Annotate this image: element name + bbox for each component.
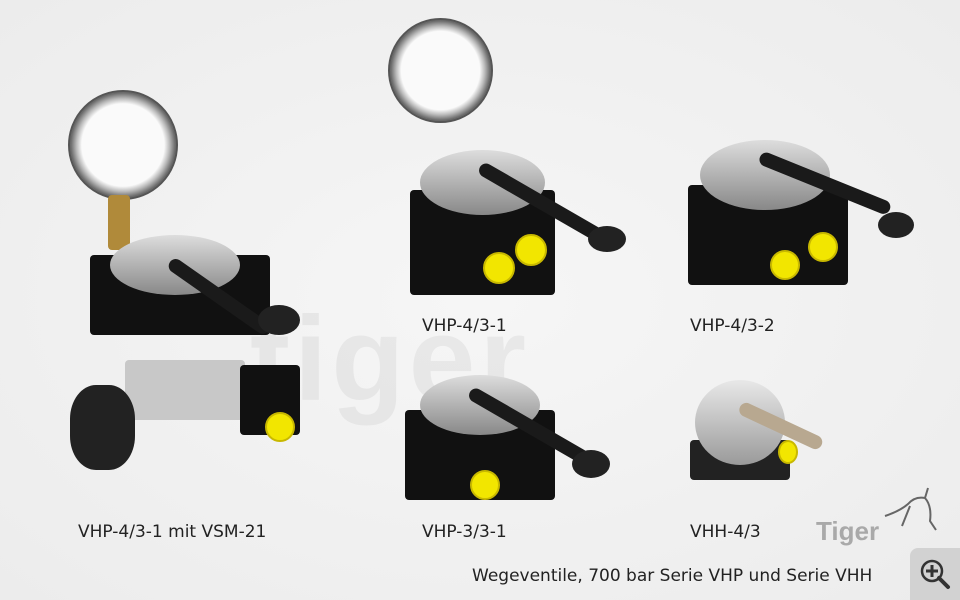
footer-caption: Wegeventile, 700 bar Serie VHP und Serie…	[472, 566, 873, 586]
tiger-logo-icon	[884, 487, 937, 531]
caption-vhp-432: VHP-4/3-2	[690, 316, 775, 336]
zoom-in-icon	[920, 559, 950, 589]
zoom-button[interactable]	[910, 548, 960, 600]
caption-vhp-331: VHP-3/3-1	[422, 522, 507, 542]
caption-vhp-431: VHP-4/3-1	[422, 316, 507, 336]
caption-vhp-431-vsm21: VHP-4/3-1 mit VSM-21	[78, 522, 267, 542]
tiger-logo-text: Tiger	[816, 516, 880, 546]
caption-vhh-43: VHH-4/3	[690, 522, 761, 542]
